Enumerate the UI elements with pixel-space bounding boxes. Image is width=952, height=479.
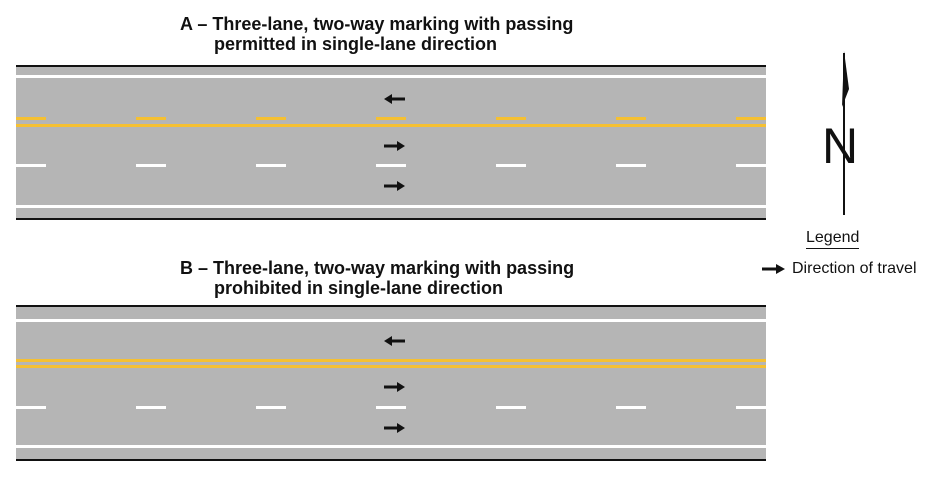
road-b-lane-dash <box>256 406 286 409</box>
north-arrow-head <box>842 51 849 107</box>
road-a-bottom-curb <box>16 218 766 220</box>
diagram-b-title-line1: B – Three-lane, two-way marking with pas… <box>180 258 575 278</box>
road-b-center-solid-line-1 <box>16 359 766 362</box>
road-a-center-dash <box>16 117 46 120</box>
road-a-eastbound-arrow-2 <box>384 181 405 191</box>
diagram-a-title: A – Three-lane, two-way marking with pas… <box>180 14 573 54</box>
road-a-center-broken-line <box>16 117 766 120</box>
road-a-center-dash <box>136 117 166 120</box>
diagram-b-title-line2: prohibited in single-lane direction <box>214 278 504 298</box>
road-a-lane-dash <box>136 164 166 167</box>
legend-item-label: Direction of travel <box>792 260 917 277</box>
road-a-lane-dash <box>376 164 406 167</box>
road-b-eastbound-arrow-1 <box>384 382 405 392</box>
road-b-top-edge-line <box>16 319 766 322</box>
road-b-bottom-curb <box>16 459 766 461</box>
legend-item-direction: Direction of travel <box>762 260 917 278</box>
road-a-center-dash <box>736 117 766 120</box>
north-arrow-icon: N <box>822 51 858 215</box>
road-a-bottom-edge-line <box>16 205 766 208</box>
road-a-pavement <box>16 66 766 220</box>
road-b-lane-dash <box>496 406 526 409</box>
road-a-center-dash <box>376 117 406 120</box>
legend-title: Legend <box>806 229 860 249</box>
road-b-bottom-edge-line <box>16 445 766 448</box>
diagram-a-title-line1: A – Three-lane, two-way marking with pas… <box>180 14 574 34</box>
diagram-a-title-line2: permitted in single-lane direction <box>214 34 498 54</box>
road-a-lane-dash <box>496 164 526 167</box>
road-b-lane-dash <box>136 406 166 409</box>
north-label: N <box>822 118 858 174</box>
road-b-westbound-arrow <box>384 336 405 346</box>
road-diagram-b <box>16 305 766 461</box>
road-a-lane-dash <box>16 164 46 167</box>
road-a-lane-dash <box>616 164 646 167</box>
road-a-westbound-arrow <box>384 94 405 104</box>
road-b-lane-dash <box>376 406 406 409</box>
road-b-top-curb <box>16 305 766 307</box>
road-a-lane-dash <box>256 164 286 167</box>
road-b-lane-dash <box>16 406 46 409</box>
road-a-top-curb <box>16 65 766 67</box>
road-b-lane-dash <box>616 406 646 409</box>
road-b-pavement <box>16 306 766 461</box>
road-a-lane-dash <box>736 164 766 167</box>
diagram-b-title: B – Three-lane, two-way marking with pas… <box>180 258 574 298</box>
road-a-center-dash <box>616 117 646 120</box>
road-b-eastbound-arrow-2 <box>384 423 405 433</box>
road-a-top-edge-line <box>16 75 766 78</box>
road-a-center-dash <box>256 117 286 120</box>
road-a-center-solid-line <box>16 124 766 127</box>
road-a-center-dash <box>496 117 526 120</box>
direction-arrow-icon <box>762 264 785 274</box>
road-b-center-solid-line-2 <box>16 365 766 368</box>
road-diagram-a <box>16 65 766 220</box>
road-a-lane-line <box>16 164 766 167</box>
road-b-lane-line <box>16 406 766 409</box>
road-a-eastbound-arrow-1 <box>384 141 405 151</box>
road-b-lane-dash <box>736 406 766 409</box>
